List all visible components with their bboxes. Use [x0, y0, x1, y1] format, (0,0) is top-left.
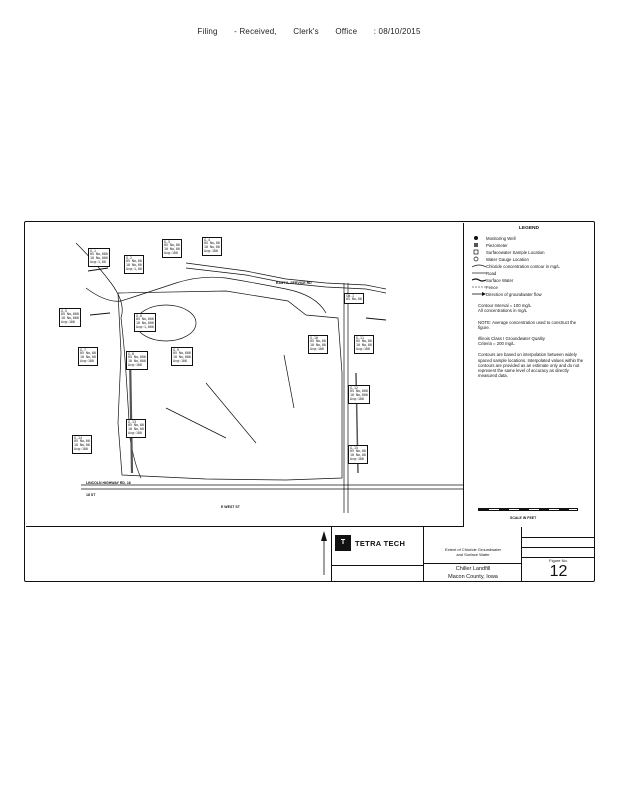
- road-label-bottom: E WEST ST: [221, 505, 240, 509]
- well-tag: G-2 05 No,00 10 No,00 Avg:1,00: [124, 255, 144, 274]
- site-map: G-1 05 No,000 10 No,000 Avg:1,00 G-2 05 …: [26, 223, 464, 527]
- title-block-company: T TETRA TECH: [332, 527, 424, 582]
- top-road: [185, 262, 387, 290]
- creek-east: [225, 277, 327, 314]
- well-tag: G-8 05 No,000 10 No,000 Avg:100: [126, 351, 148, 370]
- project-name: Chiller Landfill: [455, 566, 491, 572]
- side-margin-text: [7, 340, 15, 590]
- divider: [522, 537, 595, 538]
- interior-line: [283, 354, 295, 409]
- divider: [522, 547, 595, 548]
- scale-label: SCALE IN FEET: [510, 516, 537, 520]
- filing-header: Filing - Received, Clerk's Office : 08/1…: [0, 27, 618, 36]
- drawing-subtitle: and Surface Water: [456, 552, 490, 557]
- figure-label: Figure No.: [549, 558, 568, 563]
- road-line-icon: [472, 270, 486, 276]
- road-label-bottom-left: LINCOLN HIGHWAY RD. 16: [86, 481, 131, 485]
- title-block-sheet: Figure No. 12: [522, 527, 595, 582]
- header-clerks: Clerk's: [293, 27, 319, 36]
- landfill-boundary: [117, 290, 343, 481]
- monitoring-well-icon: [472, 235, 486, 241]
- units-note: All concentrations in mg/L: [478, 308, 528, 314]
- well-tag: G-1 05 No,000 10 No,000 Avg:1,00: [88, 248, 110, 267]
- legend-title: LEGEND: [519, 226, 539, 231]
- drawing-title: Extent of Chloride Groundwater: [444, 547, 502, 552]
- interior-line: [205, 382, 257, 444]
- well-tag: G-10 05 No,00 10 No,00 Avg:100: [308, 335, 328, 354]
- piezometer-icon: [472, 242, 486, 248]
- legend-panel: LEGEND Monitoring Well Piezometer Surfac…: [466, 226, 592, 526]
- interior-line: [165, 407, 227, 439]
- header-date: : 08/10/2015: [373, 27, 421, 36]
- divider: [424, 563, 522, 564]
- contours-disclaimer: Contours are based on interpolation betw…: [478, 352, 584, 379]
- well-tag: G-3 05 No,00 10 No,00 Avg:100: [162, 239, 182, 258]
- title-block-drawing: Extent of Chloride Groundwater and Surfa…: [424, 527, 522, 582]
- legend-item: Fence: [472, 284, 592, 290]
- legend-item: Water Gauge Location: [472, 256, 592, 262]
- well-tag: G-5 05 No,000 10 No,000 Avg:100: [59, 308, 81, 327]
- well-tag: G-11 05 No,00 10 No,00 Avg:100: [354, 335, 374, 354]
- surface-water-icon: [471, 277, 487, 283]
- divider: [522, 557, 595, 558]
- legend-item: Piezometer: [472, 242, 592, 248]
- project-location: Macon County, Iowa: [448, 574, 498, 580]
- road-label-bottom-left-2: 18 ST: [86, 493, 96, 497]
- sheet-number: 12: [549, 563, 568, 580]
- well-tag: G-4 05 No,00 10 No,00 Avg:100: [202, 237, 222, 256]
- well-tag: G-12 05 No,000 10 No,000 Avg:100: [348, 385, 370, 404]
- road-label-top: EAST IL SERVICE RD: [276, 281, 312, 285]
- legend-item: Monitoring Well: [472, 235, 592, 241]
- well-tag: G-13 05 No,00 10 No,00 Avg:100: [126, 419, 146, 438]
- divider: [332, 565, 424, 566]
- company-name: TETRA TECH: [355, 539, 406, 548]
- header-filing: Filing: [197, 27, 218, 36]
- contour-interval: Contour Interval = 100 mg/L: [478, 303, 532, 309]
- legend-item: Surfacewater Sample Location: [472, 249, 592, 255]
- legend-item: Direction of groundwater flow: [472, 291, 592, 297]
- well-tag: G-7 05 No,00 10 No,00 Avg:100: [78, 347, 98, 366]
- well-tag: G-15 05 No,00 10 No,00 Avg:100: [348, 445, 368, 464]
- well-tag: SW-1 05 No,00: [344, 293, 364, 304]
- legend-item: Road: [472, 270, 592, 276]
- fence-line-icon: [472, 284, 486, 290]
- creek-branch: [85, 276, 227, 302]
- class-criteria-1: Illinois Class I Groundwater Quality: [478, 336, 545, 342]
- creek-south: [128, 352, 134, 474]
- title-block-left: [26, 527, 332, 582]
- water-gauge-icon: [472, 256, 486, 262]
- top-road-edge: [185, 267, 387, 294]
- company-logo-icon: T: [335, 535, 351, 551]
- average-note: NOTE: Average concentration used to cons…: [478, 319, 577, 330]
- header-office: Office: [335, 27, 358, 36]
- sample-location-icon: [472, 249, 486, 255]
- well-tag: G-6 05 No,000 10 No,000 Avg:1,000: [134, 313, 156, 332]
- class-criteria-2: Criteria = 200 mg/L: [478, 341, 515, 347]
- scale-bar: [478, 508, 578, 511]
- well-tag: G-9 05 No,000 10 No,000 Avg:100: [171, 347, 193, 366]
- contour-line-icon: [471, 263, 487, 269]
- north-arrow-icon: [321, 531, 327, 575]
- drawing-sheet: [24, 221, 595, 582]
- well-tag: G-14 05 No,00 10 No,00 Avg:100: [72, 435, 92, 454]
- header-received: - Received,: [234, 27, 277, 36]
- flow-arrow-icon: [472, 291, 486, 297]
- legend-item: Chloride concentration contour in mg/L: [471, 263, 592, 269]
- legend-item: Surface Water: [471, 277, 592, 283]
